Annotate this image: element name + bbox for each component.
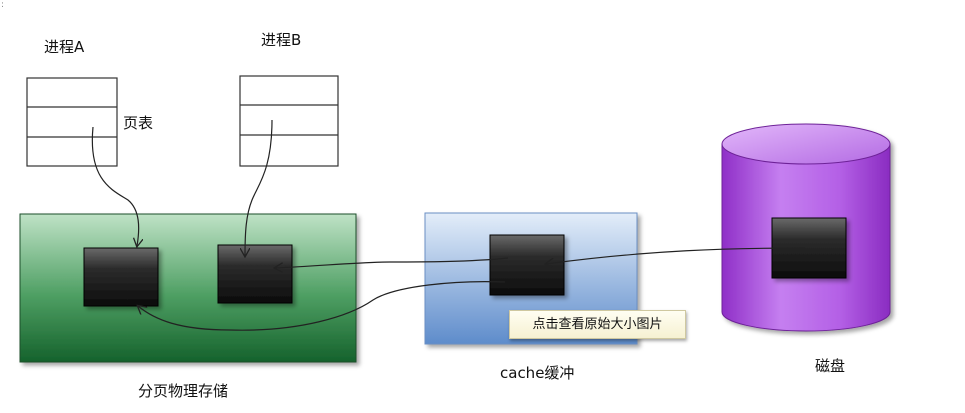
arrow-table-b-to-page — [245, 119, 273, 256]
page-table-a — [26, 77, 118, 167]
process-a-label: 进程A — [44, 38, 85, 56]
process-b-label: 进程B — [261, 31, 302, 49]
page-table-b — [239, 75, 339, 167]
arrow-disk-to-cache — [546, 247, 806, 264]
page-block-physical-a — [83, 247, 159, 307]
paged-physical-storage-label: 分页物理存储 — [138, 382, 229, 400]
arrow-table-a-to-page — [91, 126, 138, 246]
page-block-physical-b — [217, 244, 293, 304]
physical-storage-panel — [19, 213, 357, 363]
arrow-cache-to-physical-a — [138, 281, 506, 331]
disk-label: 磁盘 — [815, 357, 846, 375]
view-original-size-tooltip[interactable]: 点击查看原始大小图片 — [509, 310, 686, 339]
arrow-cache-to-physical-b — [275, 257, 509, 268]
page-table-label: 页表 — [123, 114, 154, 132]
cache-buffer-label: cache缓冲 — [500, 364, 575, 382]
page-block-cache — [489, 234, 565, 296]
corner-mark: : — [1, 0, 5, 10]
